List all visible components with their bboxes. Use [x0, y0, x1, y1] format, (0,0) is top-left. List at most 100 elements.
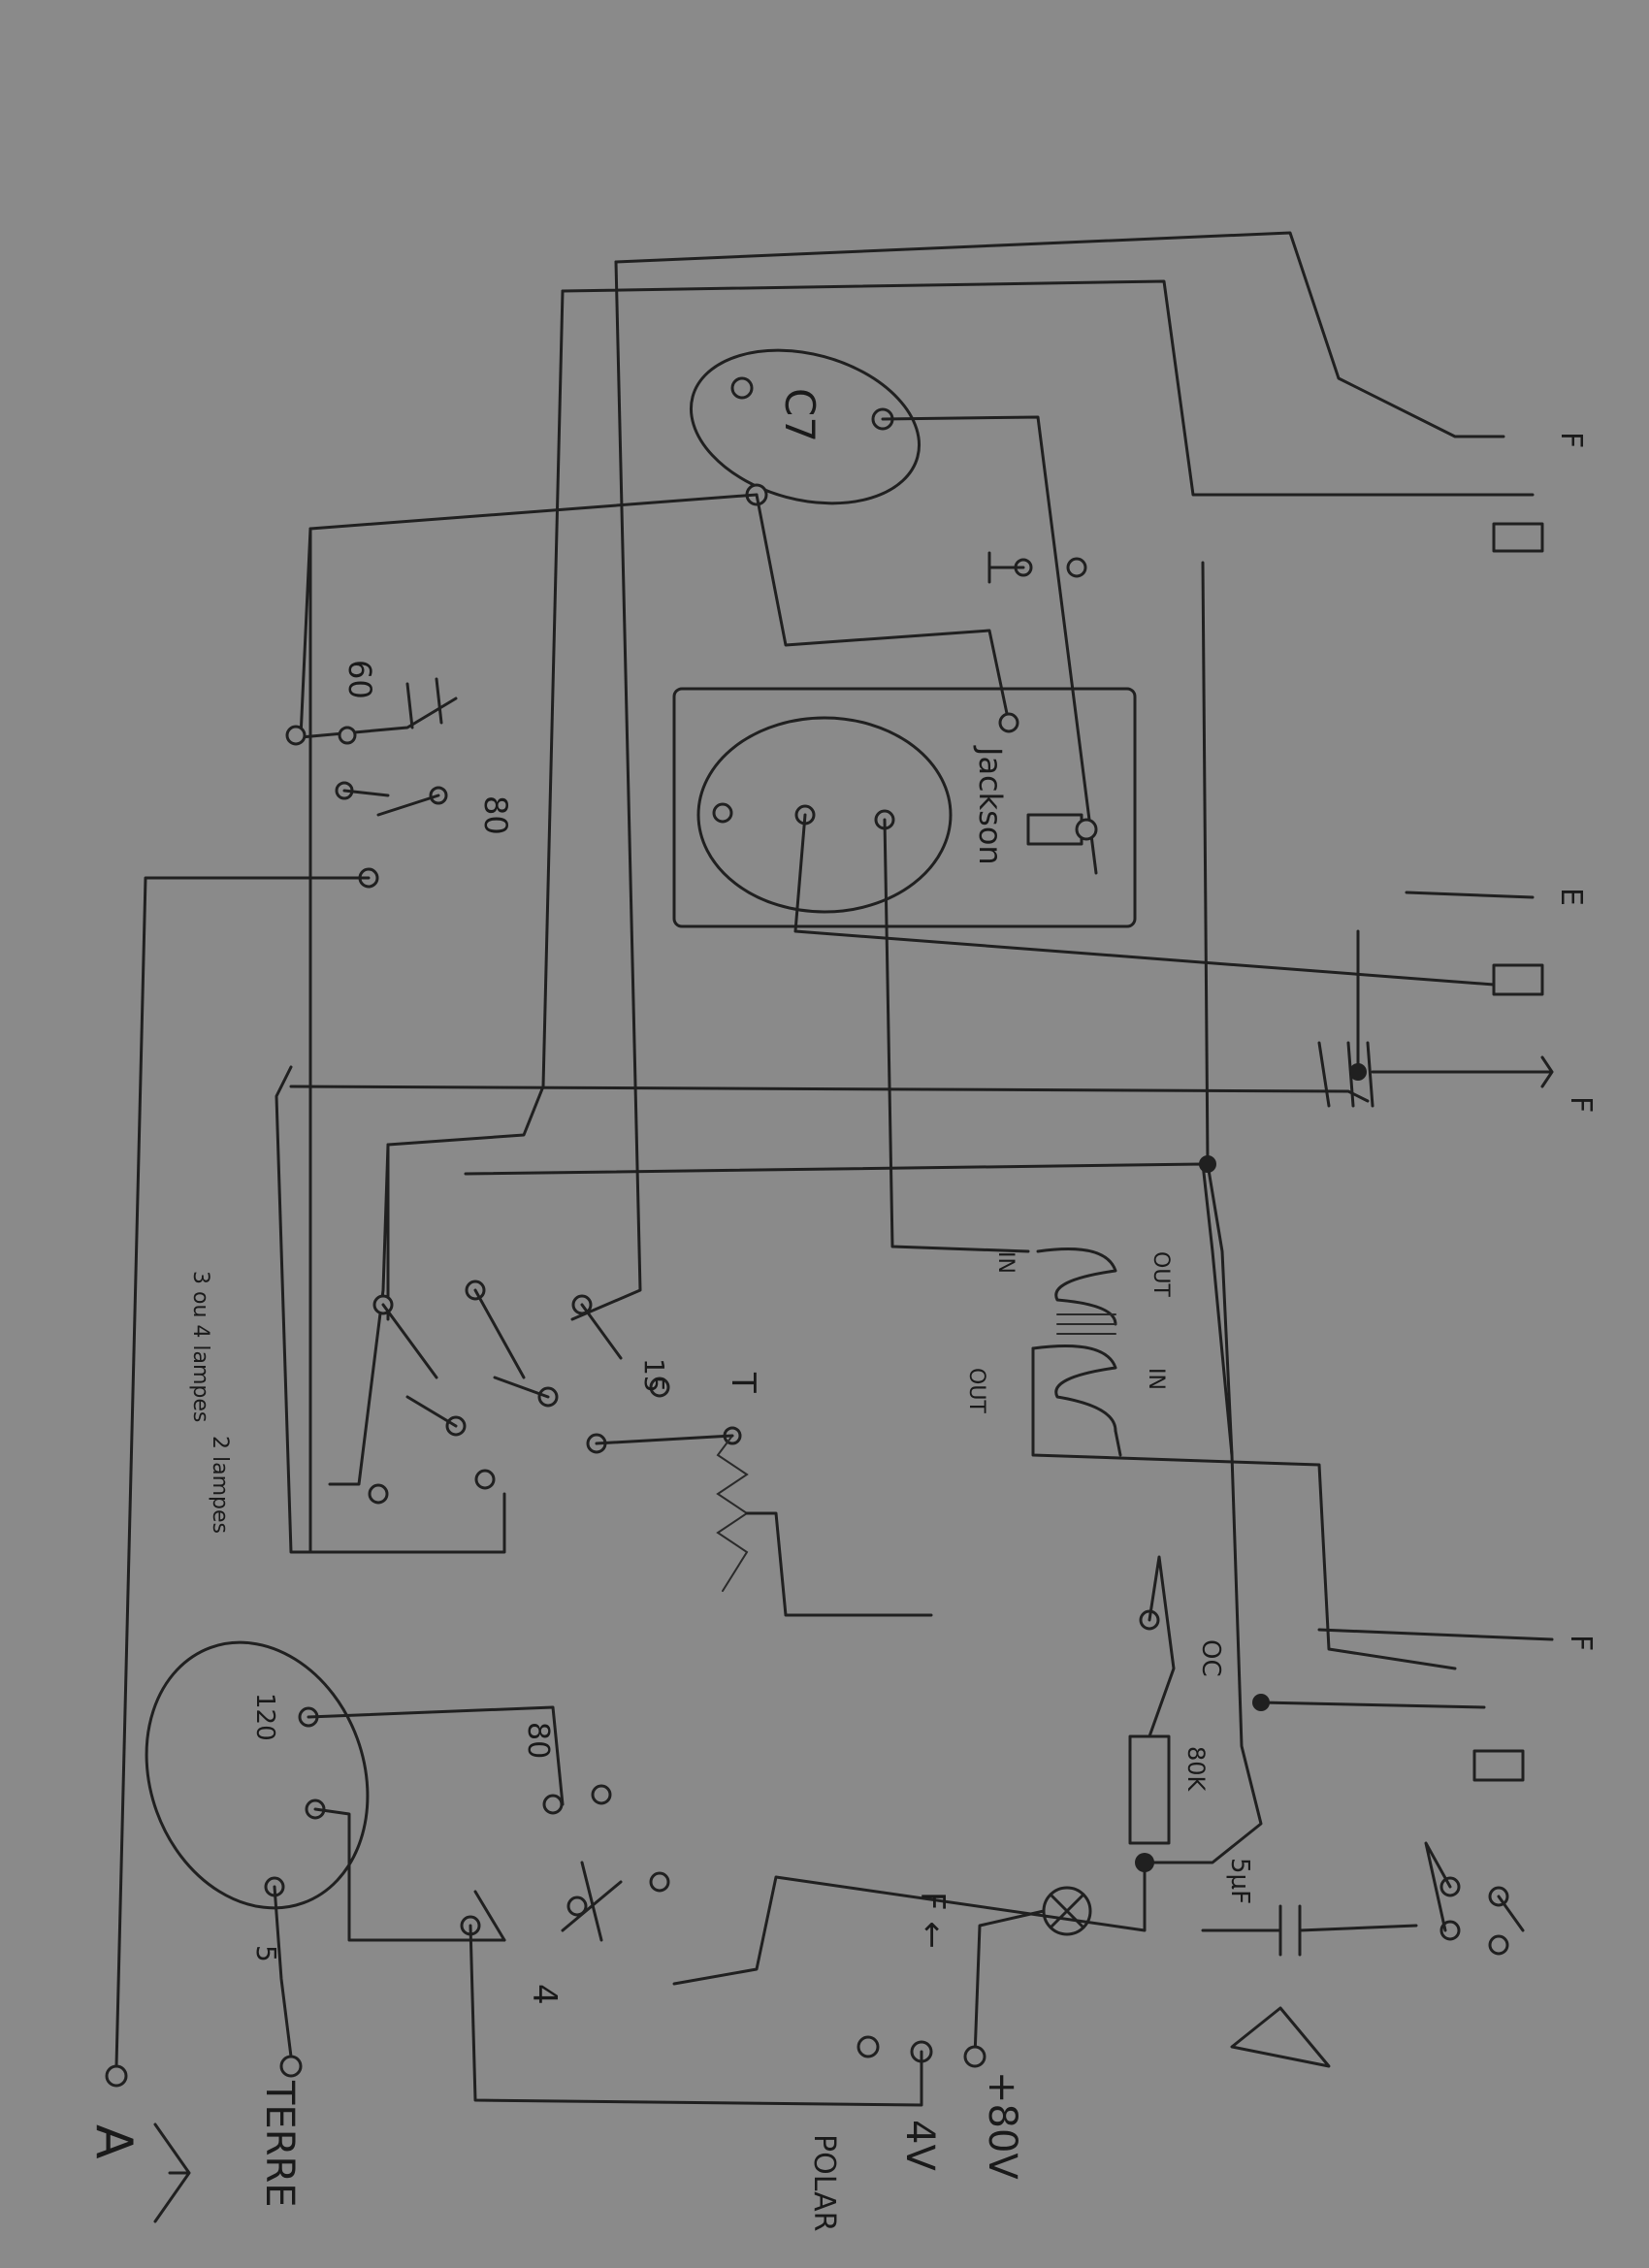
e-label: E: [1554, 888, 1588, 906]
switch-80-top: [342, 789, 440, 817]
term-t-top: [1066, 557, 1087, 578]
wire-top-inner-drop: [570, 260, 642, 1321]
v4-label: 4V: [897, 2120, 942, 2171]
plus-80v-label: +80V: [980, 2071, 1024, 2180]
rs-blades: [1424, 1841, 1525, 1932]
bus-right: [1143, 561, 1263, 1864]
wire-bottom-loop: [469, 1924, 923, 2107]
term-sw-bottom-2: [566, 1895, 588, 1917]
transformer-primary: [1036, 1247, 1117, 1326]
tube-top-envelope: [689, 348, 922, 505]
switch-80b-blades: [473, 1861, 623, 1942]
transformer-secondary: [1031, 1345, 1117, 1433]
note-2-lampes: 2 lampes: [208, 1436, 232, 1534]
note-3-lampes: 3 ou 4 lampes: [188, 1271, 212, 1422]
tap-4-label: 4: [525, 1984, 564, 2005]
term-80b-2: [591, 1784, 612, 1805]
wire-switch-bank-4: [289, 1085, 1370, 1103]
node-cap: [1349, 1063, 1367, 1081]
wire-tube-top-b: [881, 415, 1098, 875]
resistor-80k: [1128, 1734, 1171, 1845]
tube-bottom-pin-a: [712, 802, 733, 824]
t-label: T: [724, 1372, 762, 1393]
diode: [1230, 2006, 1331, 2068]
wire-tube-bottom-c: [883, 818, 1030, 1253]
term-jack-mid: [998, 712, 1019, 733]
wire-transformer-out: [1031, 1346, 1457, 1670]
f-mid-label: F: [1564, 1096, 1598, 1113]
term-antenna: [105, 2064, 128, 2088]
out-a-label: OUT: [1148, 1251, 1173, 1297]
node-bus-1: [1199, 1155, 1216, 1173]
wire-80v: [973, 1909, 1046, 2058]
tube-bottom-envelope: [696, 716, 953, 914]
tap-15-label: 15: [638, 1358, 670, 1393]
in-a-label: IN: [993, 1251, 1018, 1274]
tube-top-label: C7: [776, 388, 824, 442]
tube-bottom-frame: [672, 687, 1137, 928]
t-symbol-top: [987, 551, 1025, 584]
switch-80b-label: 80: [521, 1722, 555, 1759]
wire-f-bottom: [1259, 1628, 1554, 1709]
wire-lamp-bus: [672, 1861, 1147, 1986]
wire-antenna-long: [114, 876, 371, 2068]
wire-switch-bank-2: [328, 1143, 390, 1486]
tube-bottomleft-envelope: [145, 1640, 370, 1910]
wire-tube-top-a: [308, 493, 759, 1554]
switch-oc: [1148, 1555, 1176, 1738]
wire-top-left-drop: [386, 289, 565, 1321]
jackson-label: Jackson: [972, 745, 1009, 865]
plug-mid: [1492, 963, 1544, 996]
rheostat: [716, 1435, 749, 1592]
sw-term-7: [368, 1483, 389, 1505]
wire-top-outer: [614, 231, 1505, 438]
tube-top-pin-a: [730, 376, 754, 400]
wire-tube-top-c: [755, 493, 1011, 725]
antenna-label: A: [84, 2124, 143, 2159]
cap-60-label: 60: [341, 660, 378, 699]
f-top-label: F: [1554, 432, 1588, 448]
plug-top: [1492, 522, 1544, 553]
tap-120-label: 120: [250, 1693, 279, 1741]
wire-switch-bank: [275, 1065, 506, 1554]
jack-plug-term: [1075, 818, 1098, 841]
sw-blade-1: [381, 1288, 526, 1379]
term-80v: [963, 2045, 986, 2068]
wire-bl-tube-a: [307, 1705, 565, 1942]
term-60-b: [338, 726, 357, 745]
term-terre: [279, 2055, 303, 2078]
wire-tube-bottom-b: [793, 813, 1496, 987]
antenna-symbol: [153, 2122, 191, 2223]
wire-f-mid: [1371, 1055, 1554, 1088]
sw-term-8: [474, 1469, 496, 1490]
oc-label: OC: [1196, 1639, 1225, 1677]
wire-to-terre: [273, 1885, 293, 2058]
wire-rheo: [595, 1434, 933, 1617]
wire-e: [1356, 891, 1535, 1069]
f-arrow-label: F ←: [913, 1892, 952, 1949]
switch-80-label: 80: [477, 795, 514, 835]
term-60: [285, 725, 307, 746]
lamp-cross: [1049, 1893, 1085, 1929]
term-80b-3: [649, 1871, 670, 1893]
sw-term-6: [649, 1377, 670, 1398]
cap-60-plates: [405, 677, 443, 729]
tap-5-label: 5: [250, 1945, 282, 1962]
cap-5uf: [1201, 1904, 1418, 1957]
term-polar: [857, 2035, 880, 2058]
plug-bottom: [1472, 1749, 1525, 1782]
rs-term-4: [1488, 1934, 1509, 1956]
cap-5uf-label: 5µF: [1225, 1858, 1254, 1904]
resistor-80k-label: 80K: [1182, 1746, 1210, 1793]
jack-plug: [1026, 813, 1083, 846]
out-b-label: OUT: [964, 1368, 988, 1413]
wire-60-branch: [299, 527, 458, 739]
sw-blade-2: [405, 1303, 623, 1428]
transformer-core: [1056, 1313, 1116, 1335]
term-80b-1: [542, 1794, 564, 1815]
terre-label: TERRE: [257, 2080, 302, 2208]
in-b-label: IN: [1144, 1368, 1168, 1390]
wire-switch-bank-3: [464, 1162, 1234, 1457]
polar-label: POLAR: [807, 2134, 841, 2231]
